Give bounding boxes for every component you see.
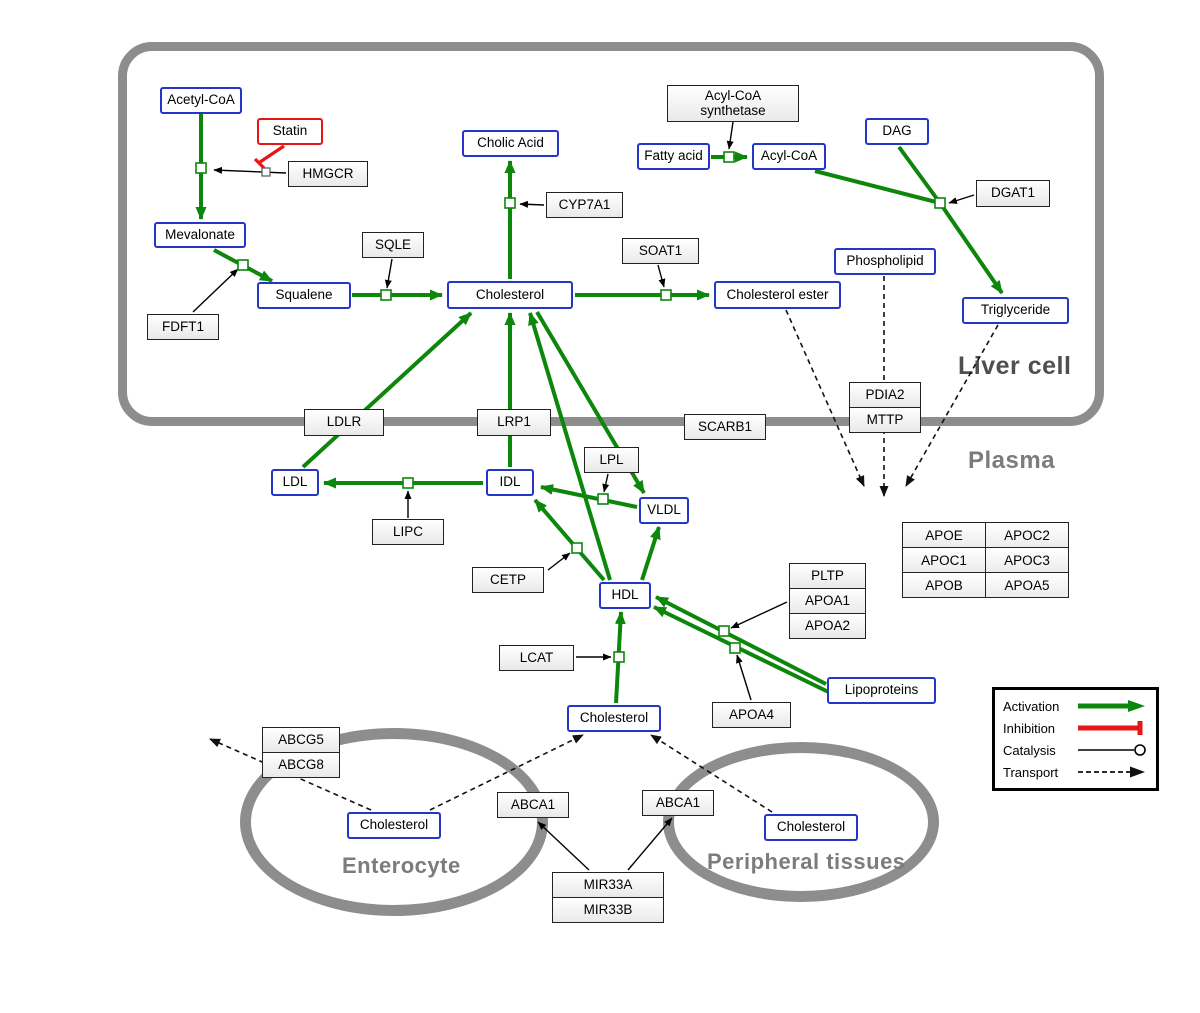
node-cholesterol-liver[interactable]: Cholesterol xyxy=(447,281,573,309)
legend-inhibition-row: Inhibition xyxy=(1003,717,1148,739)
node-vldl[interactable]: VLDL xyxy=(639,497,689,524)
node-mevalonate[interactable]: Mevalonate xyxy=(154,222,246,248)
node-cetp[interactable]: CETP xyxy=(472,567,544,593)
liver-cell-compartment xyxy=(118,42,1104,426)
node-acyl-coa-synthetase[interactable]: Acyl-CoA synthetase xyxy=(667,85,799,122)
node-apoc2[interactable]: APOC2 xyxy=(986,523,1069,548)
node-pdia2[interactable]: PDIA2 xyxy=(849,382,921,408)
node-lipc[interactable]: LIPC xyxy=(372,519,444,545)
node-idl[interactable]: IDL xyxy=(486,469,534,496)
node-acyl-coa[interactable]: Acyl-CoA xyxy=(752,143,826,170)
node-apob[interactable]: APOB xyxy=(903,573,986,598)
node-apoa5[interactable]: APOA5 xyxy=(986,573,1069,598)
node-cholesterol-ester[interactable]: Cholesterol ester xyxy=(714,281,841,309)
node-ldl[interactable]: LDL xyxy=(271,469,319,496)
node-hmgcr[interactable]: HMGCR xyxy=(288,161,368,187)
inhibition-edge xyxy=(253,144,285,170)
legend: Activation Inhibition Catalysis Transpor… xyxy=(992,687,1159,791)
node-lpl[interactable]: LPL xyxy=(584,447,639,473)
legend-catalysis-row: Catalysis xyxy=(1003,739,1148,761)
node-acetyl-coa[interactable]: Acetyl-CoA xyxy=(160,87,242,114)
node-apoa2[interactable]: APOA2 xyxy=(789,613,866,639)
legend-activation-label: Activation xyxy=(1003,698,1060,714)
node-fdft1[interactable]: FDFT1 xyxy=(147,314,219,340)
node-cholesterol-plasma[interactable]: Cholesterol xyxy=(567,705,661,732)
node-dag[interactable]: DAG xyxy=(865,118,929,145)
node-cholesterol-peripheral[interactable]: Cholesterol xyxy=(764,814,858,841)
node-lrp1[interactable]: LRP1 xyxy=(477,409,551,436)
node-squalene[interactable]: Squalene xyxy=(257,282,351,309)
node-apoa1[interactable]: APOA1 xyxy=(789,588,866,614)
node-cyp7a1[interactable]: CYP7A1 xyxy=(546,192,623,218)
node-lipoproteins[interactable]: Lipoproteins xyxy=(827,677,936,704)
transport-arrow-icon xyxy=(1078,766,1145,778)
legend-inhibition-label: Inhibition xyxy=(1003,720,1056,736)
node-fatty-acid[interactable]: Fatty acid xyxy=(637,143,710,170)
node-apoe[interactable]: APOE xyxy=(903,523,986,548)
node-soat1[interactable]: SOAT1 xyxy=(622,238,699,264)
catalysis-edges xyxy=(192,121,975,871)
legend-transport-row: Transport xyxy=(1003,761,1148,783)
liver-cell-label: Liver cell xyxy=(958,352,1072,380)
node-lcat[interactable]: LCAT xyxy=(499,645,574,671)
activation-arrow-icon xyxy=(1078,700,1145,712)
node-mir33a[interactable]: MIR33A xyxy=(552,872,664,898)
node-abca1-enterocyte[interactable]: ABCA1 xyxy=(497,792,569,818)
node-cholesterol-enterocyte[interactable]: Cholesterol xyxy=(347,812,441,839)
node-mttp[interactable]: MTTP xyxy=(849,407,921,433)
node-mir33b[interactable]: MIR33B xyxy=(552,897,664,923)
node-scarb1[interactable]: SCARB1 xyxy=(684,414,766,440)
node-apoc3[interactable]: APOC3 xyxy=(986,548,1069,573)
node-cholic-acid[interactable]: Cholic Acid xyxy=(462,130,559,157)
node-hdl[interactable]: HDL xyxy=(599,582,651,609)
node-dgat1[interactable]: DGAT1 xyxy=(976,180,1050,207)
node-abcg5[interactable]: ABCG5 xyxy=(262,727,340,753)
legend-activation-row: Activation xyxy=(1003,695,1148,717)
enterocyte-label: Enterocyte xyxy=(342,853,461,878)
node-triglyceride[interactable]: Triglyceride xyxy=(962,297,1069,324)
node-ldlr[interactable]: LDLR xyxy=(304,409,384,436)
node-apoa4[interactable]: APOA4 xyxy=(712,702,791,728)
node-abca1-peripheral[interactable]: ABCA1 xyxy=(642,790,714,816)
inhibition-tbar-icon xyxy=(1078,721,1143,735)
legend-catalysis-label: Catalysis xyxy=(1003,742,1056,758)
catalysis-circle-icon xyxy=(1078,744,1146,756)
legend-transport-label: Transport xyxy=(1003,764,1059,780)
node-statin[interactable]: Statin xyxy=(257,118,323,145)
node-sqle[interactable]: SQLE xyxy=(362,232,424,258)
peripheral-tissues-label: Peripheral tissues xyxy=(707,849,906,874)
reaction-nodes xyxy=(195,151,946,663)
apolipoprotein-table: APOE APOC2 APOC1 APOC3 APOB APOA5 xyxy=(902,522,1069,598)
node-abcg8[interactable]: ABCG8 xyxy=(262,752,340,778)
plasma-label: Plasma xyxy=(968,447,1056,474)
node-apoc1[interactable]: APOC1 xyxy=(903,548,986,573)
node-pltp[interactable]: PLTP xyxy=(789,563,866,589)
node-phospholipid[interactable]: Phospholipid xyxy=(834,248,936,275)
